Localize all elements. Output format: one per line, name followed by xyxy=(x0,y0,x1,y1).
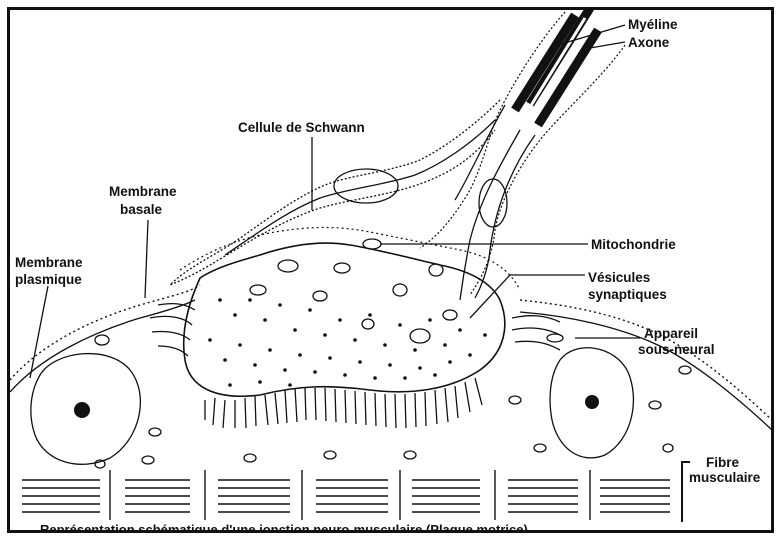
myofibrils xyxy=(22,470,670,520)
axon-line-1 xyxy=(455,105,505,200)
label-vesicules-1: Vésicules xyxy=(588,270,650,285)
axon-outer xyxy=(420,12,565,248)
muscle-nucleolus-left xyxy=(74,402,90,418)
label-myeline: Myéline xyxy=(628,17,678,32)
label-membrane-plasmique-2: plasmique xyxy=(15,272,82,287)
label-vesicules-2: synaptiques xyxy=(588,287,667,302)
label-membrane-plasmique-1: Membrane xyxy=(15,255,83,270)
label-membrane-basale-2: basale xyxy=(120,202,163,217)
caption: Représentation schématique d'une jonctio… xyxy=(40,522,528,537)
schwann-cell-inner xyxy=(225,120,495,255)
nerve-terminal-outline xyxy=(184,243,505,396)
basal-lamina-top xyxy=(180,228,520,291)
label-fibre-1: Fibre xyxy=(706,455,739,470)
label-axone: Axone xyxy=(628,35,670,50)
label-schwann: Cellule de Schwann xyxy=(238,120,365,135)
muscle-nucleolus-right xyxy=(585,395,599,409)
junctional-folds xyxy=(150,304,562,428)
label-fibre-2: musculaire xyxy=(689,470,761,485)
label-appareil-1: Appareil xyxy=(644,326,698,341)
label-membrane-basale-1: Membrane xyxy=(109,184,177,199)
label-mitochondrie: Mitochondrie xyxy=(591,237,676,252)
mitochondria xyxy=(250,239,563,343)
label-appareil-2: sous-neural xyxy=(638,342,715,357)
